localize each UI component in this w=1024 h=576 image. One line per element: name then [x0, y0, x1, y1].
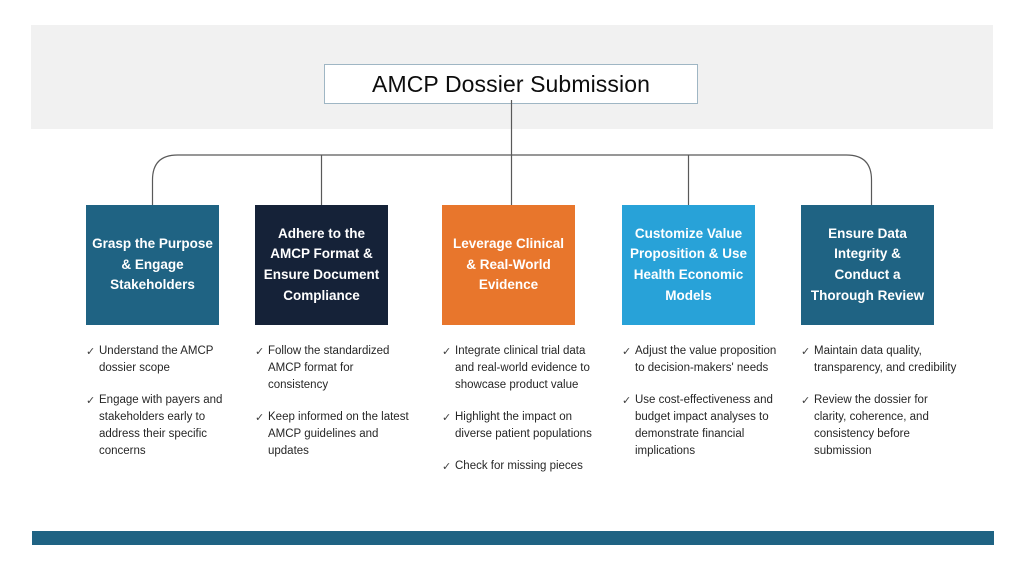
bullet-item: ✓ Review the dossier for clarity, cohere… [801, 392, 957, 460]
stage-bullets-4: ✓ Adjust the value proposition to decisi… [622, 343, 782, 460]
stage-bullets-2: ✓ Follow the standardized AMCP format fo… [255, 343, 413, 460]
bullet-text: Engage with payers and stakeholders earl… [99, 394, 223, 457]
stage-title-5: Ensure Data Integrity & Conduct a Thorou… [810, 225, 925, 303]
bullet-item: ✓ Check for missing pieces [442, 458, 602, 475]
stage-title-2: Adhere to the AMCP Format & Ensure Docum… [263, 225, 380, 303]
diagram-title-box: AMCP Dossier Submission [324, 64, 698, 104]
check-mark-icon: ✓ [442, 345, 452, 358]
bullet-item: ✓ Engage with payers and stakeholders ea… [86, 392, 238, 460]
check-mark-icon: ✓ [86, 394, 96, 407]
stage-column-1: Grasp the Purpose & Engage Stakeholders … [86, 205, 222, 475]
check-mark-icon: ✓ [622, 394, 632, 407]
stage-bullets-1: ✓ Understand the AMCP dossier scope ✓ En… [86, 343, 238, 460]
stage-column-4: Customize Value Proposition & Use Health… [622, 205, 776, 475]
bullet-item: ✓ Integrate clinical trial data and real… [442, 343, 602, 394]
stage-column-3: Leverage Clinical & Real-World Evidence … [442, 205, 592, 490]
bullet-text: Use cost-effectiveness and budget impact… [635, 394, 773, 457]
check-mark-icon: ✓ [801, 394, 811, 407]
check-mark-icon: ✓ [442, 460, 452, 473]
bullet-item: ✓ Keep informed on the latest AMCP guide… [255, 409, 413, 460]
bullet-text: Review the dossier for clarity, coherenc… [814, 394, 929, 457]
stage-title-4: Customize Value Proposition & Use Health… [629, 225, 747, 303]
check-mark-icon: ✓ [801, 345, 811, 358]
check-mark-icon: ✓ [86, 345, 96, 358]
bullet-text: Follow the standardized AMCP format for … [268, 345, 390, 391]
stage-box-1[interactable]: Grasp the Purpose & Engage Stakeholders [86, 205, 219, 325]
stage-title-3: Leverage Clinical & Real-World Evidence [452, 236, 565, 293]
stage-column-2: Adhere to the AMCP Format & Ensure Docum… [255, 205, 409, 475]
bullet-item: ✓ Understand the AMCP dossier scope [86, 343, 238, 377]
check-mark-icon: ✓ [622, 345, 632, 358]
check-mark-icon: ✓ [442, 411, 452, 424]
stage-box-2[interactable]: Adhere to the AMCP Format & Ensure Docum… [255, 205, 388, 325]
page-title: AMCP Dossier Submission [372, 70, 650, 97]
bullet-text: Adjust the value proposition to decision… [635, 345, 777, 374]
bullet-text: Highlight the impact on diverse patient … [455, 411, 592, 440]
bullet-text: Maintain data quality, transparency, and… [814, 345, 957, 374]
bullet-text: Understand the AMCP dossier scope [99, 345, 214, 374]
bullet-item: ✓ Adjust the value proposition to decisi… [622, 343, 782, 377]
stage-bullets-5: ✓ Maintain data quality, transparency, a… [801, 343, 957, 460]
bullet-item: ✓ Use cost-effectiveness and budget impa… [622, 392, 782, 460]
check-mark-icon: ✓ [255, 345, 265, 358]
stage-bullets-3: ✓ Integrate clinical trial data and real… [442, 343, 602, 475]
bullet-item: ✓ Highlight the impact on diverse patien… [442, 409, 602, 443]
bottom-accent-bar [32, 531, 994, 545]
stage-column-5: Ensure Data Integrity & Conduct a Thorou… [801, 205, 956, 475]
stage-box-3[interactable]: Leverage Clinical & Real-World Evidence [442, 205, 575, 325]
bullet-item: ✓ Maintain data quality, transparency, a… [801, 343, 957, 377]
stage-box-4[interactable]: Customize Value Proposition & Use Health… [622, 205, 755, 325]
check-mark-icon: ✓ [255, 411, 265, 424]
bullet-text: Keep informed on the latest AMCP guideli… [268, 411, 409, 457]
bullet-item: ✓ Follow the standardized AMCP format fo… [255, 343, 413, 394]
bullet-text: Check for missing pieces [455, 460, 583, 472]
bullet-text: Integrate clinical trial data and real-w… [455, 345, 590, 391]
stage-columns: Grasp the Purpose & Engage Stakeholders … [0, 205, 1024, 515]
stage-title-1: Grasp the Purpose & Engage Stakeholders [92, 236, 213, 293]
stage-box-5[interactable]: Ensure Data Integrity & Conduct a Thorou… [801, 205, 934, 325]
